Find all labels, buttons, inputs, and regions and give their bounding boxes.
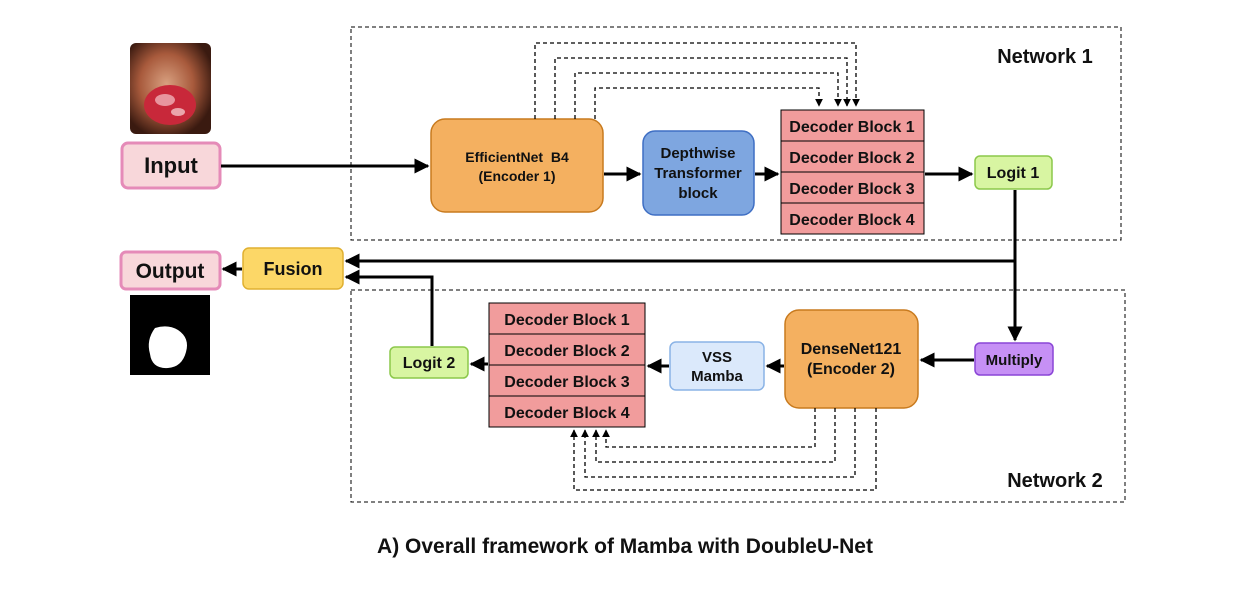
vss-mamba-box [669,341,765,391]
decoder1-block-2 [780,140,925,173]
skip2-4 [602,408,816,448]
logit2-box [389,346,469,379]
decoder2-block-4 [488,395,646,428]
decoder1-stack: Decoder Block 1 Decoder Block 2 Decoder … [780,109,925,235]
decoder1-block-4 [780,202,925,235]
vss-line2: Mamba [691,368,743,385]
network1-label: Network 1 [997,46,1093,68]
decoder1-label-1: Decoder Block 1 [789,119,914,136]
encoder1-line1: EfficientNet B4 [465,149,569,165]
decoder2-stack: Decoder Block 1 Decoder Block 2 Decoder … [488,302,646,428]
decoder2-block-3 [488,364,646,397]
network1-region [350,26,1122,241]
decoder2-label-4: Decoder Block 4 [504,405,629,422]
network2-label: Network 2 [1007,470,1103,492]
decoder2-label-3: Decoder Block 3 [504,374,629,391]
skip2-2 [581,408,856,478]
encoder2-line1: DenseNet121 [801,341,902,358]
vss-line1: VSS [702,349,732,366]
skip-connections-network1 [534,42,860,119]
skip1-1 [534,42,860,119]
decoder1-block-1 [780,109,925,142]
output-label: Output [136,260,205,283]
decoder1-block-3 [780,171,925,204]
multiply-label: Multiply [986,352,1043,369]
decoder1-label-2: Decoder Block 2 [789,150,914,167]
depthwise-line1: Depthwise [660,145,735,162]
skip1-2 [554,57,851,119]
arrow-logit2-to-fusion [344,269,434,346]
fusion-label: Fusion [264,259,323,279]
logit1-label: Logit 1 [987,165,1040,182]
output-box [119,250,222,291]
encoder2-line2: (Encoder 2) [807,361,895,378]
depthwise-transformer-box [642,130,755,216]
output-image [130,295,210,375]
skip2-1 [570,408,877,491]
solid-connections [221,158,1023,374]
input-box [120,141,222,190]
decoder2-label-1: Decoder Block 1 [504,312,629,329]
input-image [130,43,211,134]
skip2-3 [592,408,836,463]
decoder2-label-2: Decoder Block 2 [504,343,629,360]
input-label: Input [144,153,198,178]
encoder1-line2: (Encoder 1) [478,168,555,184]
logit1-box [974,155,1053,190]
multiply-box [974,342,1054,376]
encoder2-box [784,309,919,409]
depthwise-line3: block [678,185,718,202]
depthwise-line2: Transformer [654,165,742,182]
encoder1-box [430,118,604,213]
decoder2-block-2 [488,333,646,366]
decoder1-label-3: Decoder Block 3 [789,181,914,198]
skip-connections-network2 [570,408,877,491]
logit2-label: Logit 2 [403,355,456,372]
decoder1-label-4: Decoder Block 4 [789,212,914,229]
decoder2-block-1 [488,302,646,335]
skip1-3 [574,72,842,119]
skip1-4 [594,87,823,119]
figure-caption: A) Overall framework of Mamba with Doubl… [377,535,873,558]
fusion-box [242,247,344,290]
network2-region [350,289,1126,503]
